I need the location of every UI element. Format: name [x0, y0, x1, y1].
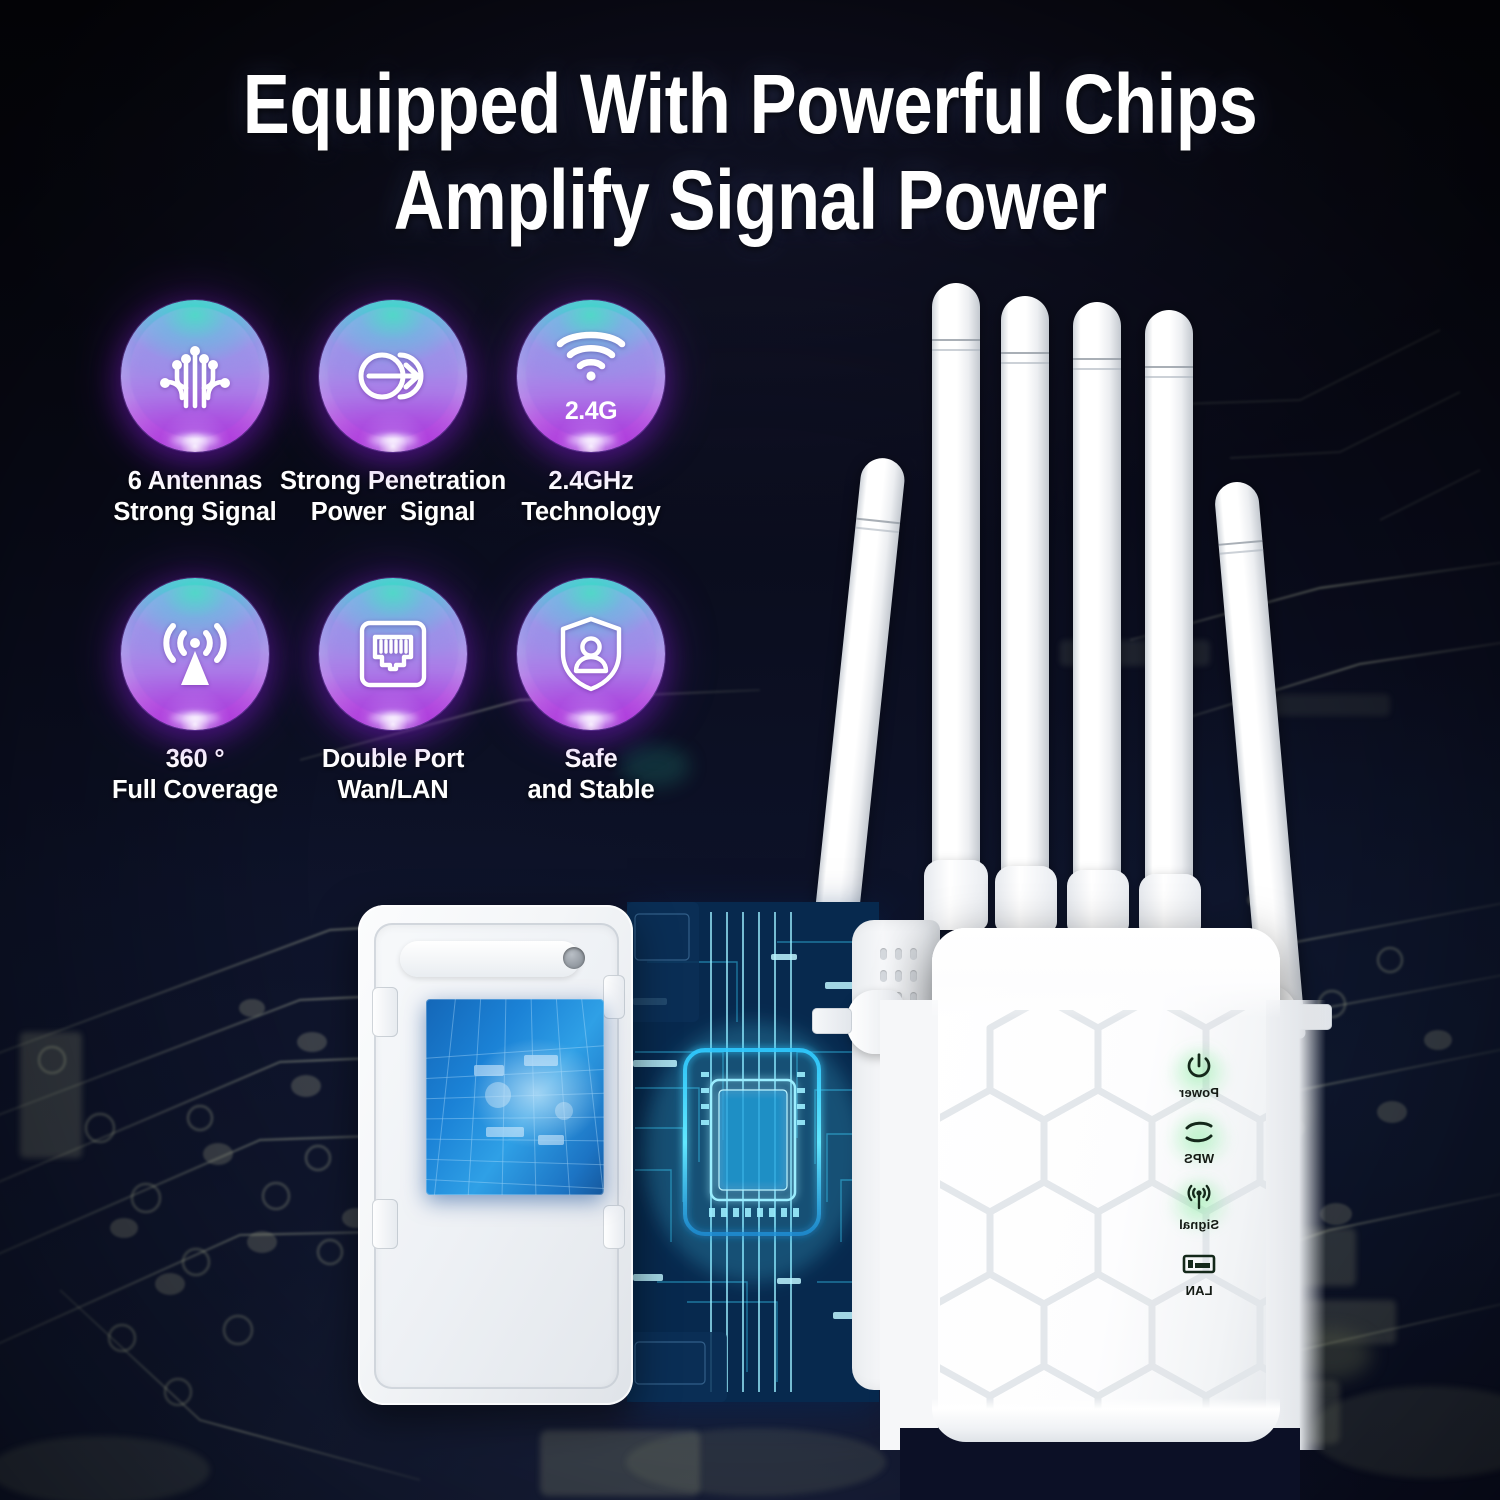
chip-graphic: [627, 902, 879, 1402]
signal-icon: [1168, 1180, 1230, 1216]
feature-caption: 360 ° Full Coverage: [112, 744, 278, 806]
cover-screw-hole: [563, 947, 585, 969]
antenna-shaft: [812, 1008, 852, 1034]
feature-double-port[interactable]: Double Port Wan/LAN: [294, 578, 492, 806]
antenna-top-4: [1145, 310, 1193, 900]
led-lan-label: LAN: [1185, 1283, 1213, 1298]
feature-caption-line-1: Double Port: [321, 745, 465, 774]
feature-strong-penetration[interactable]: Strong Penetration Power Signal: [280, 300, 506, 528]
feature-caption-line-2: Strong Signal: [113, 498, 277, 527]
device-top-edge: [932, 928, 1280, 1018]
feature-badge: [319, 578, 467, 731]
wps-icon: [1168, 1114, 1230, 1150]
feature-caption-line-1: Safe: [564, 745, 618, 774]
feature-caption-line-2: Wan/LAN: [337, 776, 449, 805]
feature-badge: [517, 578, 665, 731]
ethernet-port-icon: [319, 578, 467, 730]
cover-ridge: [400, 941, 580, 977]
led-indicator-column: Power WPS: [1162, 1048, 1242, 1308]
feature-360-coverage[interactable]: 360 ° Full Coverage: [96, 578, 294, 806]
penetration-arrow-icon: [319, 300, 467, 452]
feature-row-1: 6 Antennas Strong Signal Strong Penetrat…: [96, 300, 736, 528]
feature-badge: [121, 300, 269, 452]
radio-tower-icon: [121, 578, 269, 730]
antenna-base: [1139, 874, 1201, 936]
led-power-label: Power: [1179, 1085, 1220, 1100]
wifi-band-label: 2.4G: [564, 397, 618, 425]
feature-caption: Strong Penetration Power Signal: [280, 466, 506, 528]
headline: Equipped With Powerful Chips Amplify Sig…: [120, 62, 1380, 242]
led-lan: LAN: [1168, 1246, 1230, 1298]
led-signal-label: Signal: [1178, 1217, 1220, 1232]
feature-caption-line-2: and Stable: [527, 776, 655, 805]
cover-clip-tab: [372, 987, 398, 1037]
circuit-antenna-icon: [121, 300, 269, 452]
feature-safe-stable[interactable]: Safe and Stable: [492, 578, 690, 806]
feature-list: 6 Antennas Strong Signal Strong Penetrat…: [96, 300, 736, 806]
feature-caption-line-1: 360 °: [165, 745, 225, 774]
feature-caption: Double Port Wan/LAN: [322, 744, 464, 806]
antenna-top-3: [1073, 302, 1121, 898]
device-back-cover: [358, 905, 633, 1405]
circuit-screen: [426, 999, 604, 1195]
feature-caption-line-1: 2.4GHz: [548, 467, 634, 495]
feature-caption: 2.4GHz Technology: [521, 466, 660, 528]
feature-caption: Safe and Stable: [528, 744, 655, 806]
feature-caption-line-2: Power Signal: [310, 498, 476, 527]
antenna-base: [1067, 870, 1129, 934]
feature-badge: 2.4G: [517, 300, 665, 452]
antenna-top-2: [1001, 296, 1049, 896]
led-wps: WPS: [1168, 1114, 1230, 1166]
feature-caption-line-2: Full Coverage: [111, 776, 279, 805]
feature-caption-line-1: Strong Penetration: [280, 467, 506, 495]
headline-line-2: Amplify Signal Power: [393, 153, 1107, 247]
led-power: Power: [1168, 1048, 1230, 1100]
hex-mask-left: [880, 1000, 938, 1450]
feature-caption-line-1: 6 Antennas: [127, 467, 263, 495]
lan-icon: [1168, 1246, 1230, 1282]
feature-caption-line-2: Technology: [521, 498, 661, 527]
led-signal: Signal: [1168, 1180, 1230, 1232]
feature-badge: [319, 300, 467, 452]
feature-caption: 6 Antennas Strong Signal: [113, 466, 276, 528]
wifi-icon: [517, 300, 665, 452]
led-wps-label: WPS: [1183, 1151, 1215, 1166]
feature-badge: [121, 578, 269, 731]
power-icon: [1168, 1048, 1230, 1084]
shield-person-icon: [517, 578, 665, 730]
feature-6-antennas[interactable]: 6 Antennas Strong Signal: [96, 300, 294, 528]
cover-clip-tab: [372, 1199, 398, 1249]
headline-line-1: Equipped With Powerful Chips: [242, 57, 1258, 151]
cover-clip-tab: [603, 1205, 625, 1249]
antenna-base: [995, 866, 1057, 932]
feature-2-4ghz[interactable]: 2.4G 2.4GHz Technology: [492, 300, 690, 528]
device-bottom-edge: [932, 1398, 1280, 1442]
cover-clip-tab: [603, 975, 625, 1019]
hex-mask-right: [1266, 1000, 1326, 1450]
antenna-top-1: [932, 283, 980, 893]
feature-row-2: 360 ° Full Coverage: [96, 578, 736, 806]
antenna-base: [924, 860, 988, 930]
